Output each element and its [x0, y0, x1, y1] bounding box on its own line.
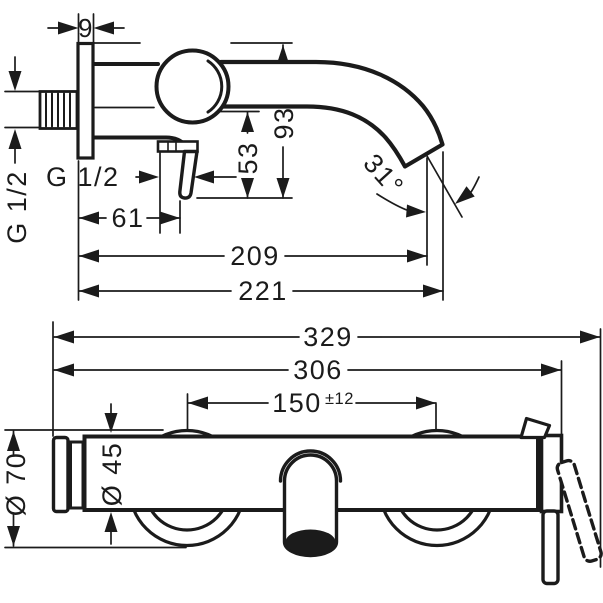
dim-hole-spacing-label: 150: [272, 388, 322, 418]
dim-outlet-drop-label: 53: [233, 141, 263, 174]
dim-overall-width-label: 329: [303, 322, 353, 352]
handle-lever-tip: [519, 416, 552, 440]
dim-hole-spacing-tolerance-label: ±12: [325, 390, 354, 408]
dim-outlet-thread-label: G 1/2: [46, 162, 120, 192]
dim-overall-height-label: 93: [269, 106, 299, 139]
side-view-fixture: [38, 41, 445, 200]
side-view-arrowheads: [8, 21, 475, 298]
hose-outlet: [178, 149, 199, 200]
thread-hatch: [45, 92, 71, 128]
handle-lever-swing-range: [555, 458, 603, 563]
wall-plate: [76, 41, 95, 160]
dim-plate-thickness-label: 9: [78, 13, 94, 43]
handle-knob: [154, 48, 231, 125]
dim-body-diameter-label: Ø 45: [97, 442, 127, 507]
side-view: 9 G 1/2 G 1/2 61 209 221 53 93 31°: [2, 13, 480, 306]
dim-body-width-label: 306: [293, 355, 343, 385]
outlet-bracket: [156, 140, 199, 153]
front-view: 329 306 150 ±12 Ø 70 Ø 45: [1, 321, 603, 586]
dim-escutcheon-diameter-label: Ø 70: [1, 452, 31, 517]
dim-outlet-offset-label: 61: [111, 203, 144, 233]
dim-spout-reach-label: 209: [230, 241, 280, 271]
front-view-arrowheads: [7, 330, 600, 546]
handle-lever-down: [541, 509, 560, 586]
wall-connector-outer: [51, 435, 70, 514]
spout-opening: [285, 529, 336, 555]
wall-connector-inner: [69, 440, 85, 510]
spout-tube-front: [282, 453, 339, 558]
handle-knob-rim: [206, 59, 224, 114]
dim-inlet-thread-label: G 1/2: [2, 170, 32, 244]
front-view-extension-lines: [4, 321, 602, 568]
spout: [218, 59, 445, 169]
spout-base-ring: [278, 449, 343, 483]
outlet-bracket-detail: [167, 141, 177, 152]
dim-overall-depth-label: 221: [238, 276, 288, 306]
